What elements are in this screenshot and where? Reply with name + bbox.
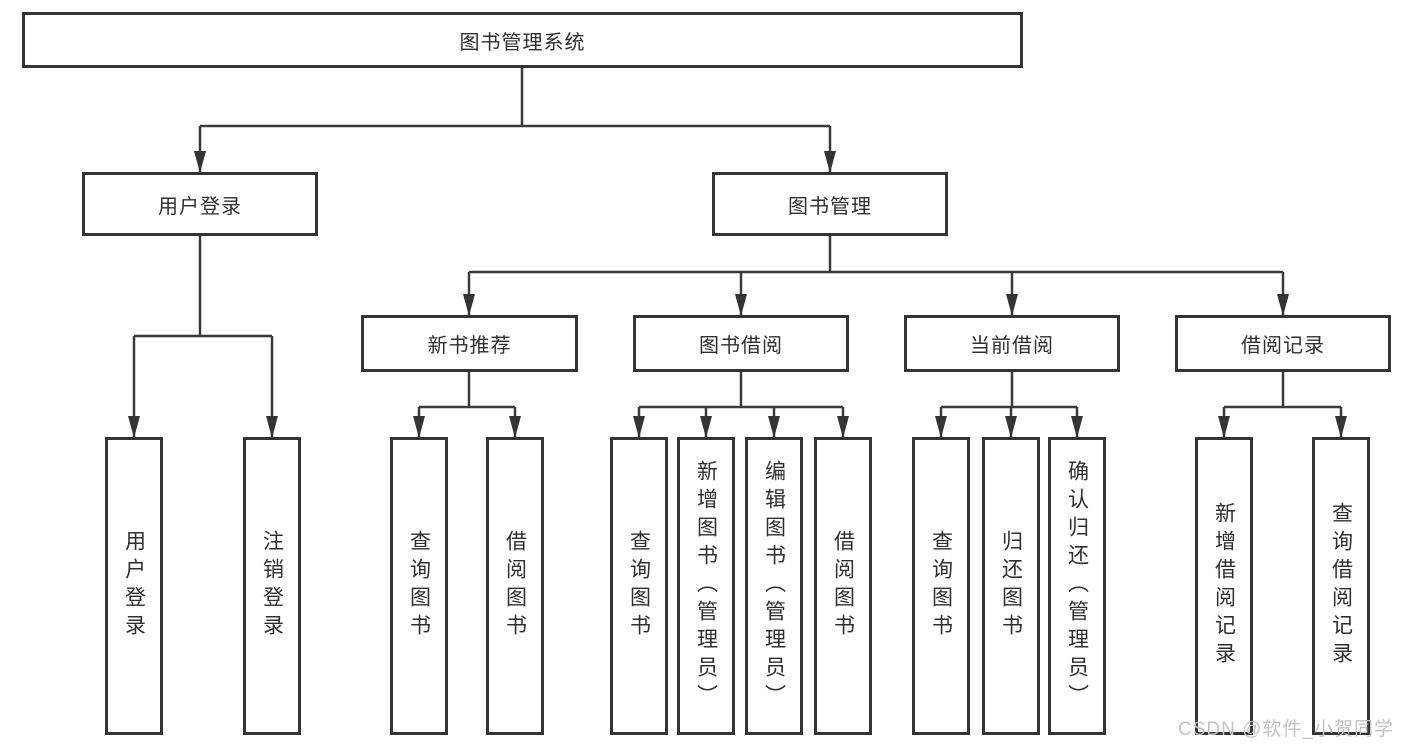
- node-borrowing-records: 借阅记录: [1175, 315, 1391, 372]
- leaf-edit-books-admin: 编辑图书（管理员）: [745, 437, 803, 735]
- leaf-label: 查询借阅记录: [1329, 502, 1353, 670]
- leaf-confirm-return-admin: 确认归还（管理员）: [1048, 437, 1106, 735]
- leaf-label: 注销登录: [260, 530, 284, 642]
- leaf-label: 确认归还（管理员）: [1065, 460, 1089, 712]
- leaf-label: 借阅图书: [503, 530, 527, 642]
- leaf-label: 用户登录: [122, 530, 146, 642]
- leaf-label: 归还图书: [999, 530, 1023, 642]
- leaf-query-books-newbooks: 查询图书: [390, 437, 448, 735]
- node-book-borrowing: 图书借阅: [633, 315, 849, 372]
- leaf-query-borrow-record: 查询借阅记录: [1312, 437, 1370, 735]
- node-book-management: 图书管理: [712, 172, 948, 236]
- leaf-query-books-current: 查询图书: [912, 437, 970, 735]
- leaf-label: 借阅图书: [831, 530, 855, 642]
- leaf-add-borrow-record: 新增借阅记录: [1195, 437, 1253, 735]
- leaf-logout: 注销登录: [243, 437, 301, 735]
- leaf-label: 新增借阅记录: [1212, 502, 1236, 670]
- leaf-label: 编辑图书（管理员）: [762, 460, 786, 712]
- leaf-label: 查询图书: [407, 530, 431, 642]
- node-user-login: 用户登录: [82, 172, 318, 236]
- node-new-book-recommendation: 新书推荐: [361, 315, 578, 372]
- leaf-label: 查询图书: [929, 530, 953, 642]
- leaf-label: 新增图书（管理员）: [694, 460, 718, 712]
- leaf-borrow-books-newbooks: 借阅图书: [486, 437, 544, 735]
- leaf-add-books-admin: 新增图书（管理员）: [677, 437, 735, 735]
- leaf-borrow-books: 借阅图书: [814, 437, 872, 735]
- leaf-label: 查询图书: [627, 530, 651, 642]
- leaf-return-books: 归还图书: [982, 437, 1040, 735]
- node-current-borrowing: 当前借阅: [904, 315, 1120, 372]
- csdn-watermark: CSDN @软件_小贺同学: [1178, 719, 1394, 740]
- leaf-user-login: 用户登录: [105, 437, 163, 735]
- leaf-query-books-borrow: 查询图书: [610, 437, 668, 735]
- node-library-management-system: 图书管理系统: [22, 12, 1023, 68]
